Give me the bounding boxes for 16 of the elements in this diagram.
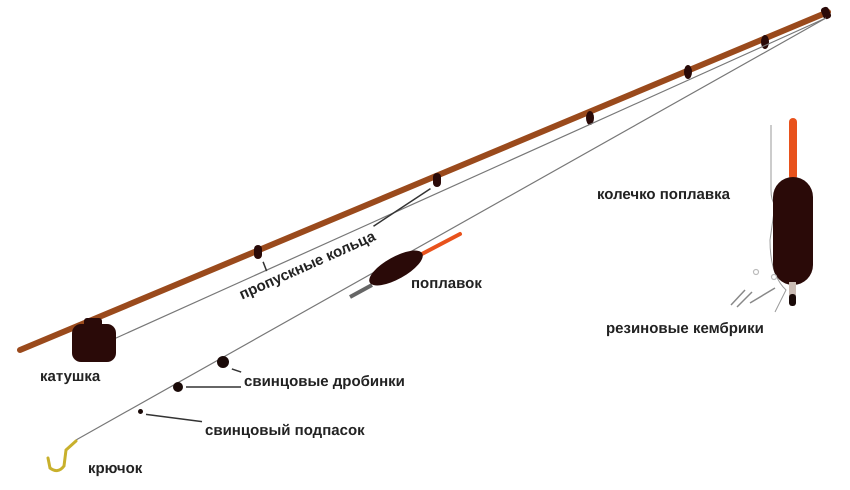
leader-line [186,386,241,388]
part-label: крючок [88,460,142,478]
leader-line [373,188,431,227]
part-label: катушка [40,368,100,386]
lead-shot [217,356,229,368]
lead-shot [138,409,143,414]
part-label: резиновые кембрики [606,320,764,338]
part-label: колечко поплавка [597,186,730,204]
part-label: поплавок [411,275,482,293]
part-label: свинцовые дробинки [244,373,405,391]
lead-shot [173,382,183,392]
part-label: свинцовый подпасок [205,422,365,440]
leader-line [146,414,202,422]
leader-line [232,368,242,373]
guide-ring [433,173,441,187]
leader-line [262,262,268,272]
